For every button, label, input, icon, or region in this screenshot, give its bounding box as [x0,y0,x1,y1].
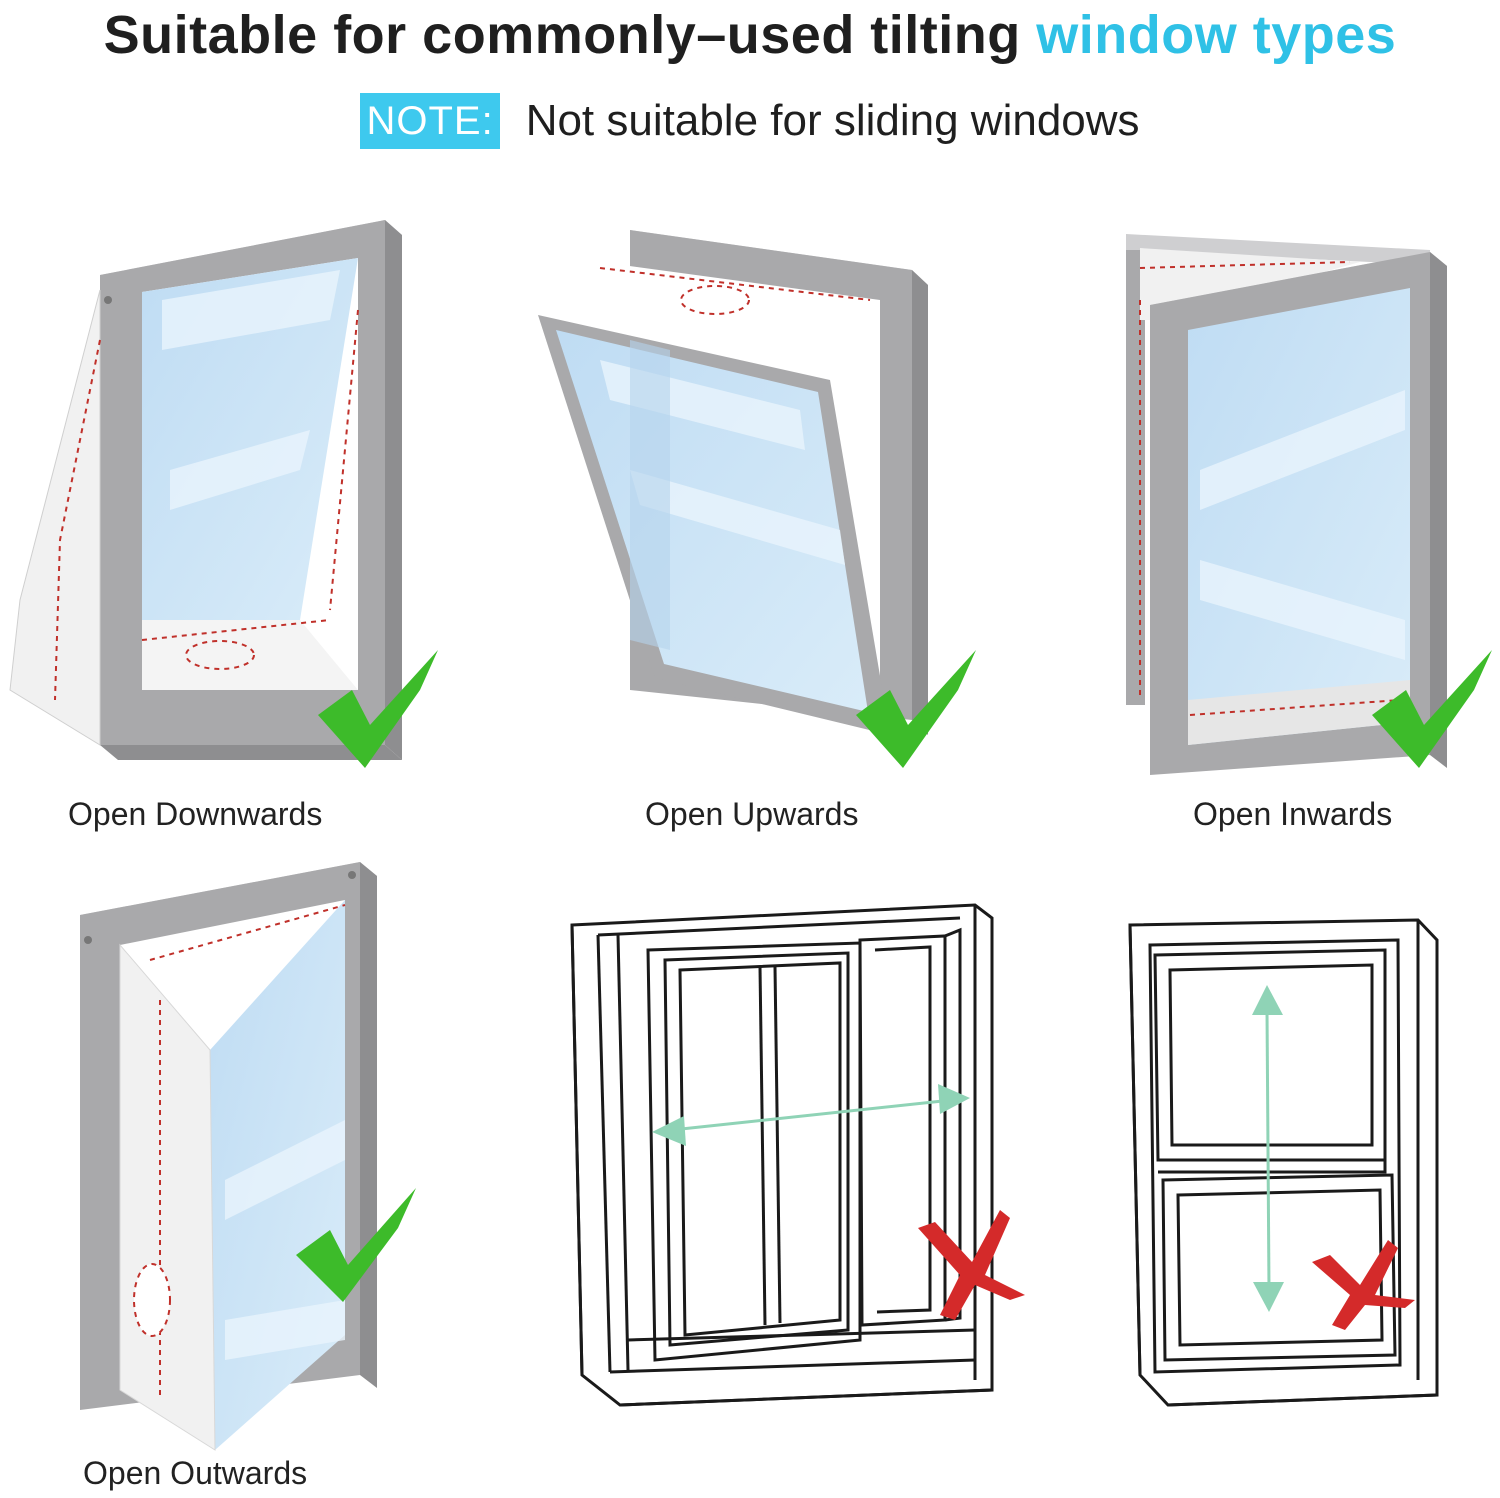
caption-open-downwards: Open Downwards [68,796,323,832]
sliding-window-horizontal-icon [570,903,994,1407]
double-arrow-vertical-icon [1252,985,1284,1312]
window-open-inwards [1126,234,1447,775]
window-open-upwards [538,230,928,735]
check-icon [296,1188,416,1302]
window-open-outwards [80,862,377,1451]
note-text: Not suitable for sliding windows [525,96,1140,145]
sliding-window-vertical-icon [1128,918,1439,1407]
note-row: NOTE: Not suitable for sliding windows [0,92,1500,150]
page-title: Suitable for commonly–used tilting windo… [0,0,1500,70]
window-open-downwards [9,220,402,760]
cross-icon [918,1210,1025,1320]
title-accent: window types [1036,5,1397,65]
caption-open-upwards: Open Upwards [645,796,859,832]
check-icon [856,650,976,768]
note-badge: NOTE: [360,93,500,149]
caption-open-inwards: Open Inwards [1193,796,1393,832]
check-icon [1372,650,1492,768]
double-arrow-horizontal-icon [652,1084,970,1146]
title-main: Suitable for commonly–used tilting [103,5,1021,65]
cross-icon [1312,1240,1415,1330]
check-icon [318,650,438,768]
caption-open-outwards: Open Outwards [83,1455,308,1491]
